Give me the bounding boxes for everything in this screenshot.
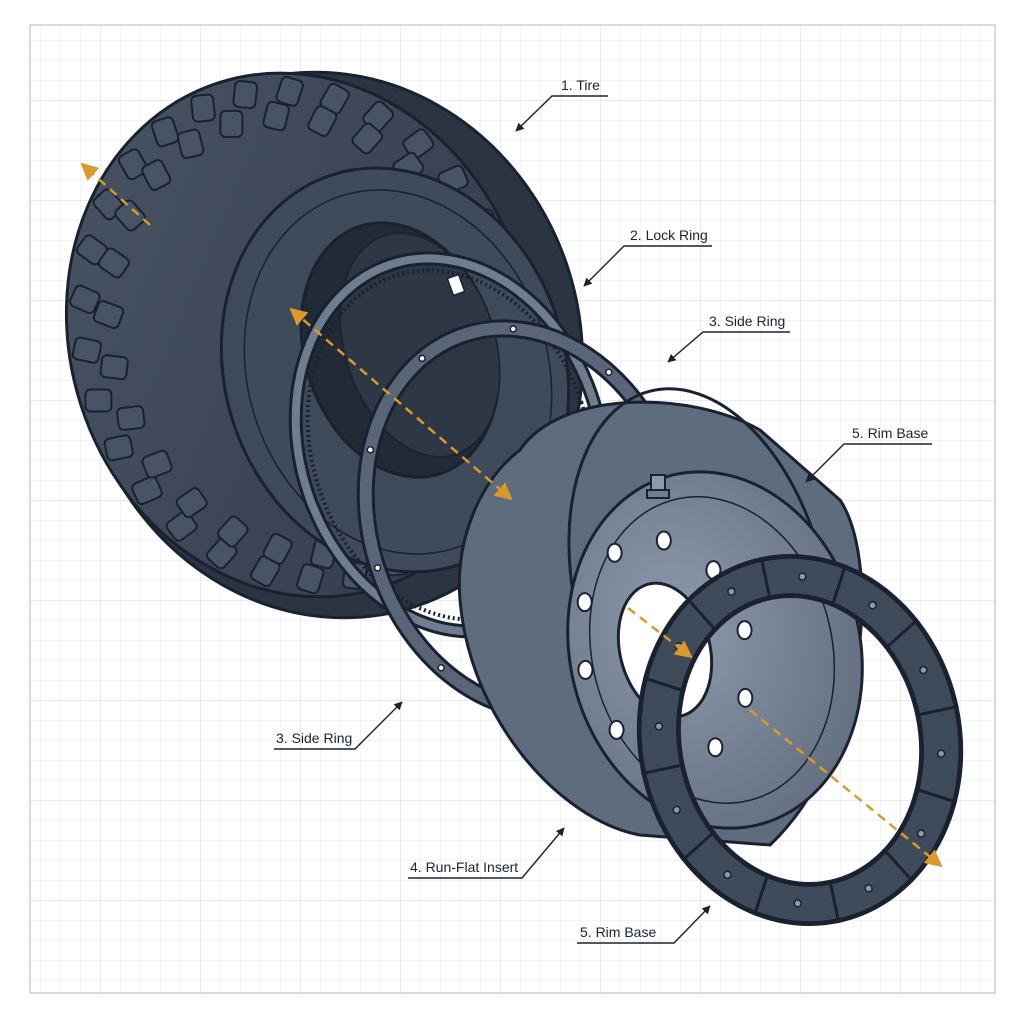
tread-block (165, 510, 198, 542)
rim-bolt-hole (736, 620, 753, 641)
tread-block (232, 79, 259, 110)
rim-bolt-hole (608, 719, 625, 740)
run-flat-segment-joint (753, 872, 770, 916)
run-flat-bolt (919, 665, 928, 675)
run-flat-segment-joint (681, 830, 716, 862)
leader-side-ring-lower (274, 701, 403, 750)
tread-block (219, 109, 244, 138)
run-flat-segment-joint (642, 676, 686, 693)
label-run-flat-insert: 4. Run-Flat Insert (410, 859, 518, 875)
axis-arrow-lock-ring (289, 307, 513, 501)
tread-block (131, 475, 163, 506)
run-flat-bolt (916, 829, 926, 838)
tread-block (99, 354, 129, 381)
run-flat-segment-joint (884, 618, 919, 650)
run-flat-bolt (864, 884, 873, 893)
leader-tire (515, 95, 608, 132)
tread-block (69, 284, 101, 315)
run-flat-bolt (936, 749, 946, 758)
tread-block (117, 148, 149, 181)
leader-run-flat (408, 827, 565, 879)
tread-block (141, 449, 173, 479)
label-rim-base-upper: 5. Rim Base (852, 425, 928, 441)
run-flat-segment-joint (641, 763, 685, 776)
tread-block (116, 405, 146, 431)
tread-block (97, 247, 130, 279)
run-flat-segment-joint (828, 879, 841, 924)
axis-arrow-insert (749, 709, 943, 868)
run-flat-insert-part (636, 554, 964, 926)
tread-block (150, 116, 180, 148)
tread-block (92, 300, 125, 329)
run-flat-segment-joint (915, 704, 959, 717)
run-flat-segments (641, 556, 959, 924)
tread-block (176, 128, 205, 160)
tread-block (296, 563, 325, 595)
side-ring-bolt (437, 664, 445, 672)
rim-bolt-hole (576, 592, 593, 613)
run-flat-segment-joint (882, 847, 915, 883)
rim-bolt-hole (606, 542, 623, 563)
label-lock-ring: 2. Lock Ring (630, 227, 708, 243)
side-ring-bolt (418, 354, 426, 363)
tread-block (275, 75, 304, 107)
tread-block (141, 159, 172, 191)
rim-bolt-hole (655, 530, 672, 551)
run-flat-bolt (793, 899, 802, 908)
side-ring-bolt (605, 368, 613, 376)
tread-block (190, 93, 216, 123)
valve-stem-icon (646, 474, 670, 499)
tread-block (262, 100, 290, 132)
label-side-ring-upper: 3. Side Ring (709, 313, 785, 329)
leader-lock-ring (583, 245, 712, 287)
side-ring-bolt (373, 564, 382, 572)
tread-block (84, 388, 113, 413)
label-rim-base-lower: 5. Rim Base (580, 924, 656, 940)
run-flat-bolt (798, 572, 807, 581)
tread-block (217, 515, 249, 548)
tread-block (114, 199, 146, 232)
tread-block (307, 105, 338, 137)
label-side-ring-lower: 3. Side Ring (276, 730, 352, 746)
leader-rim-base-upper (805, 443, 932, 483)
tread-block (351, 122, 384, 155)
run-flat-segment-joint (830, 564, 847, 608)
tread-block (262, 532, 293, 565)
tread-block (71, 336, 102, 364)
run-flat-bolt (672, 805, 681, 815)
label-tire: 1. Tire (561, 77, 600, 93)
tread-block (103, 434, 134, 462)
axis-arrow-rim (627, 607, 693, 659)
run-flat-segment-joint (759, 556, 772, 601)
leader-side-ring-upper (667, 331, 790, 363)
tread-block (402, 128, 435, 160)
run-flat-bolt (723, 870, 732, 879)
assembly-axis-arrows (80, 162, 943, 868)
leader-rim-base-lower (577, 905, 711, 944)
run-flat-segment-joint (685, 597, 718, 633)
callout-labels: 1. Tire 2. Lock Ring 3. Side Ring 5. Rim… (276, 77, 928, 940)
side-ring-bolt (366, 445, 375, 454)
run-flat-bolt (727, 587, 736, 596)
rim-bolt-hole (577, 659, 594, 680)
side-ring-bolt (509, 325, 517, 333)
run-flat-bolt (868, 601, 877, 610)
tread-block (175, 487, 208, 519)
rim-bolt-hole (737, 687, 754, 708)
run-flat-segment-joint (914, 787, 958, 804)
callouts (274, 95, 932, 944)
run-flat-bolt (654, 722, 664, 731)
rim-bolt-hole (707, 737, 724, 758)
